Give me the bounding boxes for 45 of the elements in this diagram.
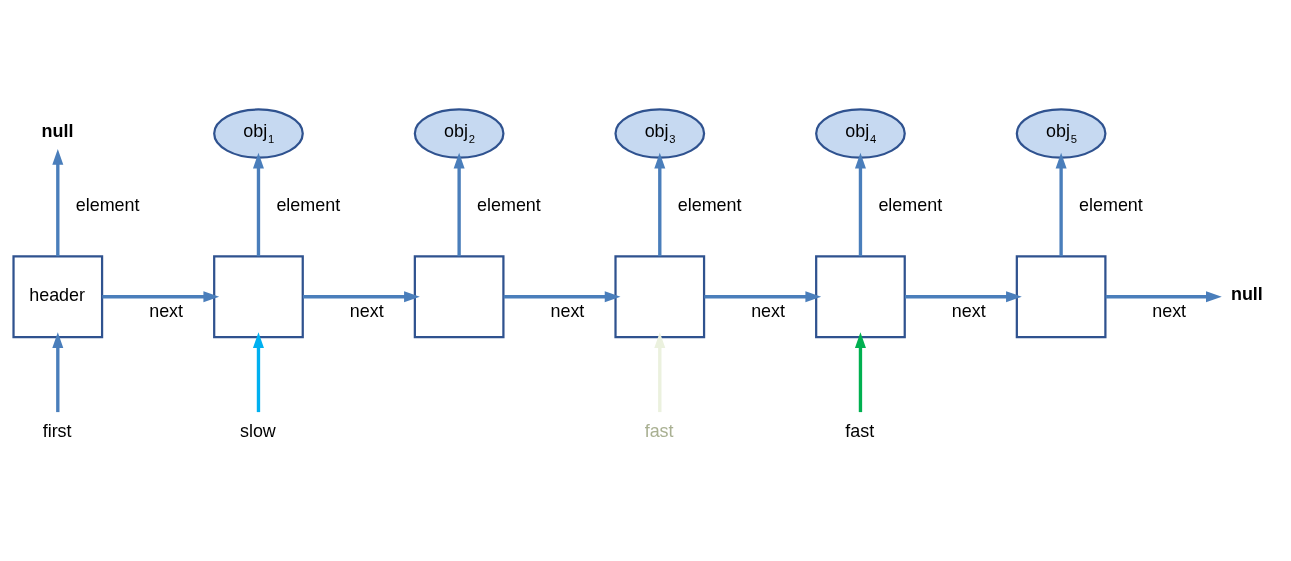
arrow xyxy=(52,331,64,412)
arrow xyxy=(303,290,420,302)
edge-label: element xyxy=(878,194,943,215)
edge-label: next xyxy=(349,300,384,321)
edge-label: next xyxy=(751,300,786,321)
edge-label: next xyxy=(149,300,184,321)
arrow xyxy=(654,331,666,412)
node-text: slow xyxy=(239,420,276,441)
node-text: fast xyxy=(644,420,674,441)
node-text: null xyxy=(1230,283,1263,304)
arrow xyxy=(252,331,264,412)
edge-label: next xyxy=(1152,300,1187,321)
arrow xyxy=(905,290,1022,302)
edge-label: next xyxy=(550,300,585,321)
node-ellipse: obj$_{5}$ xyxy=(1015,107,1107,159)
arrow xyxy=(453,152,465,256)
node-box: header xyxy=(12,254,104,338)
arrow xyxy=(854,331,866,412)
node-box xyxy=(213,254,304,338)
arrow xyxy=(52,148,64,256)
node-ellipse: obj$_{2}$ xyxy=(413,107,505,159)
arrow xyxy=(1055,152,1067,256)
node-text: fast xyxy=(845,420,875,441)
node-text: null xyxy=(41,120,74,141)
edge-label: element xyxy=(276,194,341,215)
node-ellipse: obj$_{1}$ xyxy=(213,107,304,159)
node-ellipse: obj$_{4}$ xyxy=(815,107,906,159)
edge-label: element xyxy=(1079,194,1143,215)
edge-label: element xyxy=(477,194,541,215)
arrow xyxy=(654,152,666,256)
node-box xyxy=(614,254,706,338)
arrow xyxy=(854,152,866,256)
node-box xyxy=(815,254,906,338)
edge-label: element xyxy=(75,194,140,215)
edge-label: next xyxy=(951,300,986,321)
node-box xyxy=(1015,254,1107,338)
arrow xyxy=(503,290,621,302)
arrow xyxy=(102,290,220,302)
arrow xyxy=(252,152,264,256)
node-ellipse: obj$_{3}$ xyxy=(614,107,706,159)
node-box xyxy=(413,254,505,338)
arrow xyxy=(1105,290,1222,302)
arrow xyxy=(704,290,822,302)
node-text: first xyxy=(42,420,72,441)
edge-label: element xyxy=(677,194,742,215)
